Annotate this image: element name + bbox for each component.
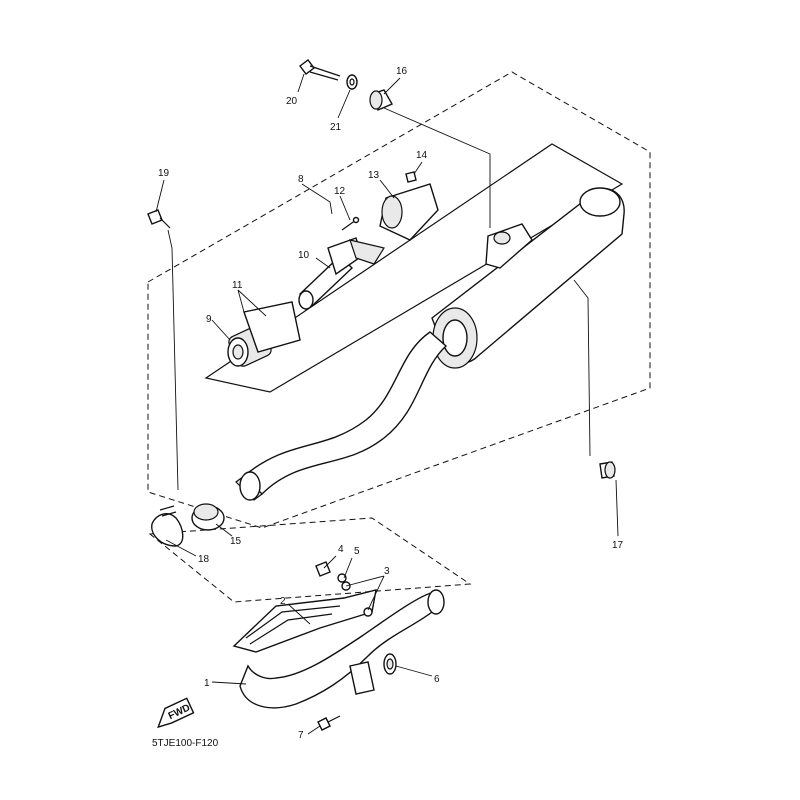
bolt-12: [341, 216, 360, 231]
callout-9: 9: [206, 314, 212, 325]
callout-7: 7: [298, 730, 304, 741]
callout-3: 3: [384, 566, 390, 577]
callout-4: 4: [338, 544, 344, 555]
gasket-6: [383, 653, 397, 675]
callout-6: 6: [434, 674, 440, 685]
callout-13: 13: [368, 170, 380, 181]
callout-19: 19: [158, 168, 170, 179]
muffler-body: [431, 187, 625, 369]
silencer-internals-frame: [204, 143, 624, 393]
bolt-19: [147, 209, 171, 229]
callouts: 1 2 3 4 5 6 7 8 9 10 11 12 13 14 15 16 1…: [158, 66, 624, 741]
leader-lines: [155, 73, 619, 735]
collar-16: [369, 89, 393, 111]
diagram-code: 5TJE100-F120: [152, 738, 219, 749]
exhaust-link-pipe: [235, 331, 448, 501]
header-pipe-frame: [148, 517, 472, 603]
bolt-7: [317, 715, 341, 731]
callout-12: 12: [334, 186, 346, 197]
callout-16: 16: [396, 66, 408, 77]
callout-15: 15: [230, 536, 242, 547]
fwd-arrow-icon: FWD: [157, 697, 195, 729]
washer-21: [346, 74, 358, 90]
callout-5: 5: [354, 546, 360, 557]
callout-14: 14: [416, 150, 428, 161]
silencer-core: [227, 301, 301, 367]
heat-guard: [232, 589, 377, 653]
callout-17: 17: [612, 540, 624, 551]
clamp-18: [151, 505, 184, 547]
callout-20: 20: [286, 96, 298, 107]
screw-14: [405, 171, 417, 183]
bolt-17: [599, 461, 616, 479]
callout-11: 11: [232, 280, 243, 291]
callout-2: 2: [280, 596, 286, 607]
callout-21: 21: [330, 122, 342, 133]
end-cap: [379, 183, 439, 241]
callout-1: 1: [204, 678, 210, 689]
inner-pipe: [298, 237, 385, 310]
header-pipe: [239, 589, 445, 709]
callout-10: 10: [298, 250, 310, 261]
bolt-20: [299, 59, 341, 81]
callout-8: 8: [298, 174, 304, 185]
muffler-assembly-frame: [147, 71, 651, 529]
callout-18: 18: [198, 554, 210, 565]
